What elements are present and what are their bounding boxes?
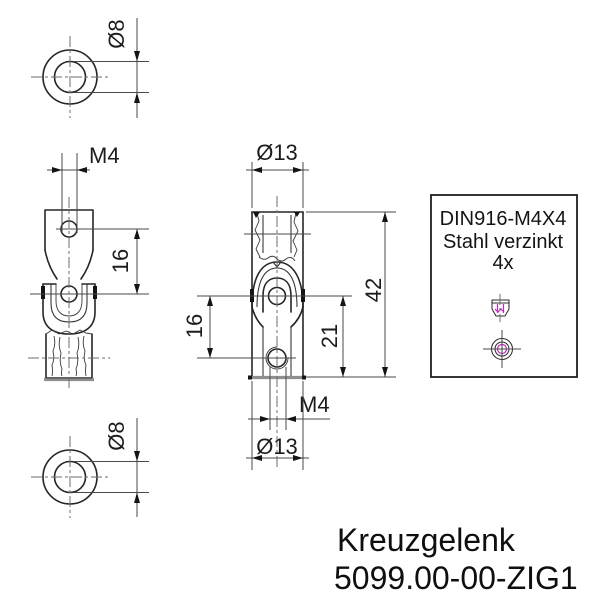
dim-label-hole-spacing-front: 16: [182, 314, 207, 338]
front-view: Ø13 42 21 16 M4 Ø13: [182, 140, 396, 470]
cross-pin-end-right: [93, 286, 97, 299]
note-line-1: DIN916-M4X4: [440, 208, 567, 230]
dim-label-bore-top: Ø8: [104, 19, 129, 48]
set-screw-top-icon: [483, 330, 521, 368]
dim-label-hole-spacing-side: 16: [108, 249, 133, 273]
part-number: 5099.00-00-ZIG1: [334, 560, 578, 596]
note-box-border: [430, 194, 578, 378]
note-line-3: 4x: [492, 252, 513, 274]
part-name: Kreuzgelenk: [337, 522, 516, 558]
dim-label-total-length: 42: [361, 278, 386, 302]
note-line-2: Stahl verzinkt: [443, 231, 563, 253]
dim-label-thread-side: M4: [89, 143, 120, 168]
dim-label-thread-front: M4: [299, 392, 330, 417]
title-block: Kreuzgelenk 5099.00-00-ZIG1: [334, 522, 578, 596]
note-box: DIN916-M4X4 Stahl verzinkt 4x: [430, 194, 578, 378]
set-screw-side-icon: [491, 294, 510, 322]
dim-label-outer-dia-bottom: Ø13: [256, 434, 298, 459]
dim-label-pin-to-end: 21: [317, 324, 342, 348]
side-view: M4 16: [28, 143, 149, 389]
dim-label-outer-dia-top: Ø13: [256, 140, 298, 165]
dim-label-bore-bottom: Ø8: [104, 421, 129, 450]
end-view-bottom: Ø8: [31, 418, 149, 518]
cross-pin-end-left: [41, 286, 45, 299]
end-view-top: Ø8: [31, 18, 149, 118]
